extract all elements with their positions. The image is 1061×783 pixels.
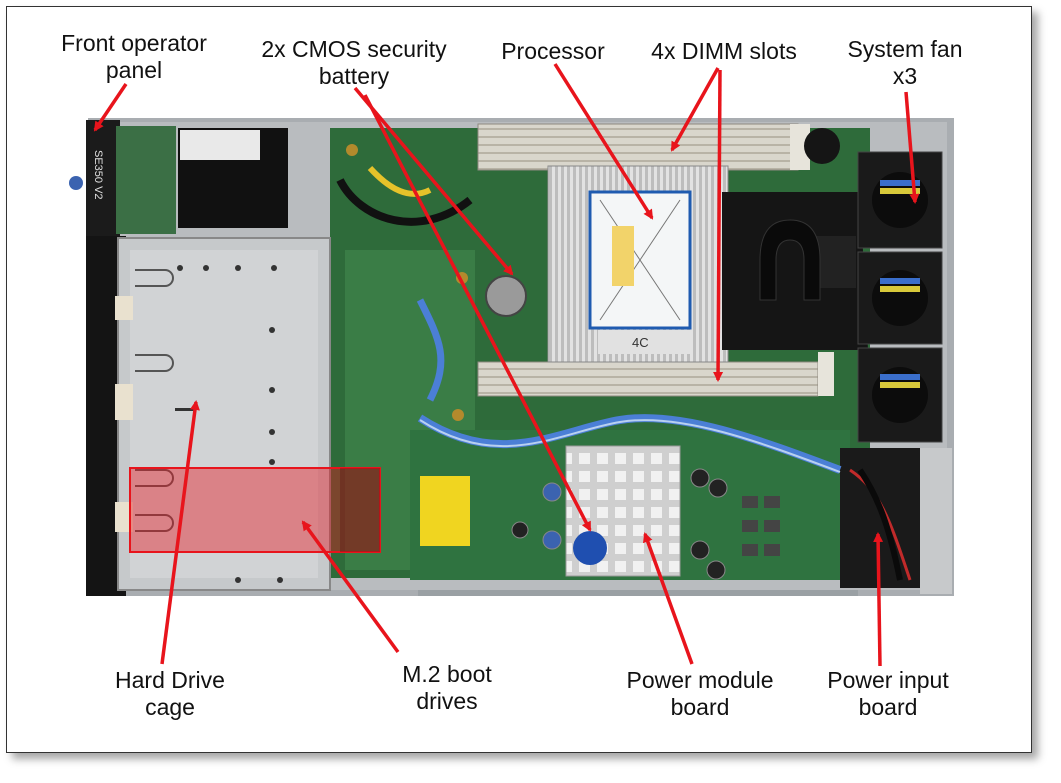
arrow-cmos-1 [353,86,514,276]
arrow-cmos-2 [363,94,592,532]
label-front-operator-panel: Front operator panel [61,30,207,83]
label-system-fan: System fan x3 [847,36,963,89]
front-operator-panel: SE350 V2 [69,120,176,240]
m2-highlight-region [129,467,381,553]
m2-connector [340,468,380,552]
cmos-battery [485,275,527,317]
processor-label: 4C [632,335,649,350]
label-m2-boot-drives: M.2 boot drives [402,661,492,714]
arrow-fan [904,91,920,204]
chassis-model-mark: SE350 V2 [92,150,104,200]
fan-duct [722,128,868,350]
arrow-m2 [301,520,400,654]
label-cmos-battery: 2x CMOS security battery [261,36,447,89]
power-input-board [840,448,952,594]
system-fans [857,151,943,443]
dimm-slots [477,123,834,397]
power-module-board [484,430,840,580]
label-power-input-board: Power input board [827,667,949,720]
arrow-hdd [160,400,200,665]
label-hard-drive-cage: Hard Drive cage [115,667,225,720]
hard-drive-cage [115,237,331,591]
chassis-lip [418,590,858,596]
arrow-dimm-1 [670,67,720,152]
arrow-power-module [643,532,694,665]
warning-label [420,476,470,546]
arrow-power-input [873,532,884,667]
arrow-dimm-2 [713,69,724,382]
label-dimm-slots: 4x DIMM slots [651,38,797,64]
module-sticker [180,130,260,160]
cables [336,165,842,474]
arrow-front-panel [93,83,128,132]
label-processor: Processor [501,38,605,64]
callout-arrows [93,63,920,667]
arrow-processor [553,63,654,220]
label-power-module-board: Power module board [626,667,774,720]
